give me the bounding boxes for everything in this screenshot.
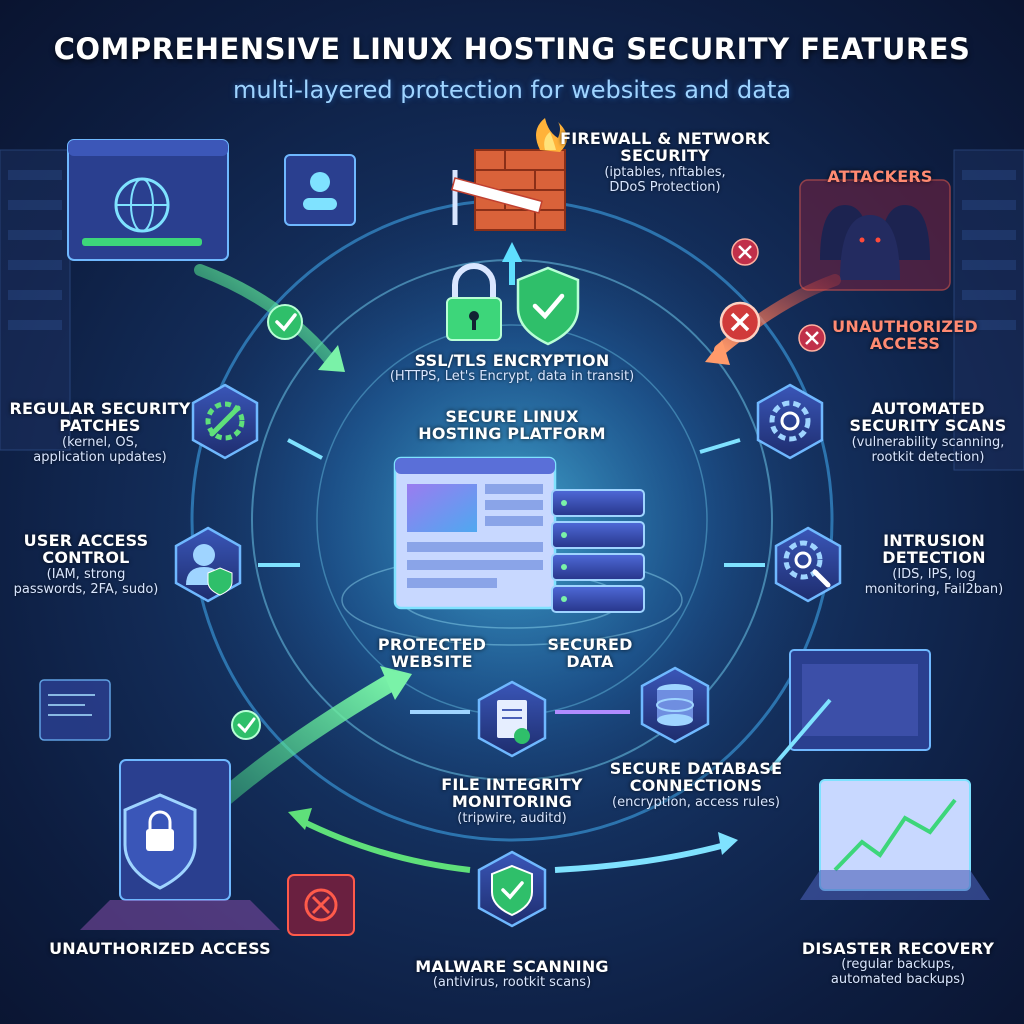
browser-window-icon xyxy=(67,139,229,261)
unauthorized-access-label: UNAUTHORIZED ACCESS xyxy=(820,318,990,353)
server-rack-right xyxy=(953,149,1024,471)
allowed-access-arrowhead xyxy=(380,666,412,700)
green-check-icon xyxy=(267,304,303,340)
page-subtitle: multi-layered protection for websites an… xyxy=(232,76,792,104)
recovery-desc-2: automated backups) xyxy=(830,972,966,988)
secured-data-server-icon xyxy=(551,489,645,613)
scans-title: AUTOMATED xyxy=(871,399,985,418)
intrusion-desc: (IDS, IPS, log xyxy=(892,566,976,582)
file-integrity-hexagon xyxy=(477,680,547,758)
attack-arrowhead xyxy=(705,340,730,365)
database-desc: (encryption, access rules) xyxy=(612,794,780,810)
scans-title-2: SECURITY SCANS xyxy=(849,416,1007,436)
intrusion-title-2: DETECTION xyxy=(882,548,986,568)
scans-desc-2: rootkit detection) xyxy=(871,449,985,465)
protected-website-icon xyxy=(393,456,557,610)
protected-website-label: PROTECTED WEBSITE xyxy=(372,636,492,671)
profile-card-icon xyxy=(284,154,356,226)
unauthorized-access-title-2: ACCESS xyxy=(869,334,941,354)
allowed-traffic-arrowhead xyxy=(318,345,345,372)
malware-label: MALWARE SCANNING (antivirus, rootkit sca… xyxy=(396,958,628,990)
blocked-x-icon xyxy=(731,238,759,266)
access-label: USER ACCESS CONTROL (IAM, strong passwor… xyxy=(0,532,172,597)
connector-arrows xyxy=(258,438,765,567)
barrier-gate-icon xyxy=(450,170,543,225)
intrusion-title: INTRUSION xyxy=(883,531,985,550)
attackers-title: ATTACKERS xyxy=(827,167,933,186)
intrusion-detection-hexagon xyxy=(774,526,842,603)
integrity-desc: (tripwire, auditd) xyxy=(457,810,567,826)
allowed-traffic-arrow xyxy=(194,264,336,366)
malware-title: MALWARE SCANNING xyxy=(415,957,609,976)
unauthorized-access-title: UNAUTHORIZED xyxy=(832,317,978,336)
secured-data-title: SECURED xyxy=(547,635,633,654)
firewall-label: FIREWALL & NETWORK SECURITY (iptables, n… xyxy=(520,130,810,195)
recovery-title: DISASTER RECOVERY xyxy=(801,939,995,958)
server-rack-left xyxy=(0,149,71,451)
scans-desc: (vulnerability scanning, xyxy=(851,434,1005,450)
secured-data-label: SECURED DATA xyxy=(540,636,640,671)
platform-label: SECURE LINUX HOSTING PLATFORM xyxy=(390,408,634,443)
firewall-arrow-icon xyxy=(502,242,522,262)
firewall-desc-2: DDoS Protection) xyxy=(609,179,721,195)
access-title: USER ACCESS xyxy=(23,531,149,550)
firewall-title: FIREWALL & NETWORK xyxy=(560,129,770,148)
blocked-x-icon xyxy=(798,324,826,352)
patches-hexagon xyxy=(191,383,259,460)
ssl-desc: (HTTPS, Let's Encrypt, data in transit) xyxy=(389,369,635,385)
intrusion-desc-2: monitoring, Fail2ban) xyxy=(864,581,1004,597)
intrusion-label: INTRUSION DETECTION (IDS, IPS, log monit… xyxy=(848,532,1020,597)
secured-data-title-2: DATA xyxy=(566,652,614,672)
blocked-x-icon xyxy=(719,301,761,343)
platform-title: SECURE LINUX xyxy=(445,407,579,426)
integrity-title-2: MONITORING xyxy=(451,792,573,812)
database-title-2: CONNECTIONS xyxy=(629,776,763,796)
recovery-label: DISASTER RECOVERY (regular backups, auto… xyxy=(780,940,1016,987)
ssl-shield-icon xyxy=(516,266,580,346)
recovery-desc: (regular backups, xyxy=(841,957,955,973)
green-check-icon xyxy=(231,710,261,740)
security-scans-hexagon xyxy=(756,383,824,460)
database-hexagon xyxy=(640,666,710,744)
padlock-icon xyxy=(446,263,502,341)
patches-title: REGULAR SECURITY xyxy=(9,399,191,418)
recovery-arrow xyxy=(768,698,832,772)
malware-arrow-right xyxy=(554,842,726,873)
locked-laptop-icon xyxy=(80,759,280,930)
blocked-x-icon xyxy=(287,874,355,936)
scans-label: AUTOMATED SECURITY SCANS (vulnerability … xyxy=(836,400,1020,465)
access-desc-2: passwords, 2FA, sudo) xyxy=(13,581,159,597)
integrity-title: FILE INTEGRITY xyxy=(441,775,583,794)
database-label: SECURE DATABASE CONNECTIONS (encryption,… xyxy=(594,760,798,810)
firewall-desc: (iptables, nftables, xyxy=(604,164,726,180)
protected-website-title: PROTECTED xyxy=(377,635,487,654)
firewall-title-2: SECURITY xyxy=(620,146,710,166)
malware-arrowhead-right xyxy=(718,832,738,855)
user-access-hexagon xyxy=(174,526,242,603)
code-window-icon xyxy=(39,679,111,741)
malware-desc: (antivirus, rootkit scans) xyxy=(432,975,592,991)
patches-label: REGULAR SECURITY PATCHES (kernel, OS, ap… xyxy=(0,400,200,465)
protected-website-title-2: WEBSITE xyxy=(391,652,473,672)
page-title: COMPREHENSIVE LINUX HOSTING SECURITY FEA… xyxy=(53,32,971,66)
patches-desc: (kernel, OS, xyxy=(62,434,138,450)
unauthorized-access-bottom-title: UNAUTHORIZED ACCESS xyxy=(49,939,271,958)
unauthorized-access-bottom-label: UNAUTHORIZED ACCESS xyxy=(40,939,280,958)
attackers-label: ATTACKERS xyxy=(820,167,940,186)
malware-arrowhead-left xyxy=(288,808,312,830)
access-desc: (IAM, strong xyxy=(46,566,126,582)
access-title-2: CONTROL xyxy=(42,548,130,568)
attackers-icon xyxy=(799,179,951,291)
malware-scanning-hexagon xyxy=(477,850,547,928)
ssl-title: SSL/TLS ENCRYPTION xyxy=(414,351,610,370)
ssl-label: SSL/TLS ENCRYPTION (HTTPS, Let's Encrypt… xyxy=(360,352,664,384)
platform-title-2: HOSTING PLATFORM xyxy=(418,424,606,444)
patches-desc-2: application updates) xyxy=(33,449,167,465)
malware-arrow-left xyxy=(298,817,471,873)
integrity-label: FILE INTEGRITY MONITORING (tripwire, aud… xyxy=(422,776,602,826)
database-title: SECURE DATABASE xyxy=(609,759,783,778)
recovery-chart-laptop-icon xyxy=(789,649,990,900)
patches-title-2: PATCHES xyxy=(59,416,141,436)
